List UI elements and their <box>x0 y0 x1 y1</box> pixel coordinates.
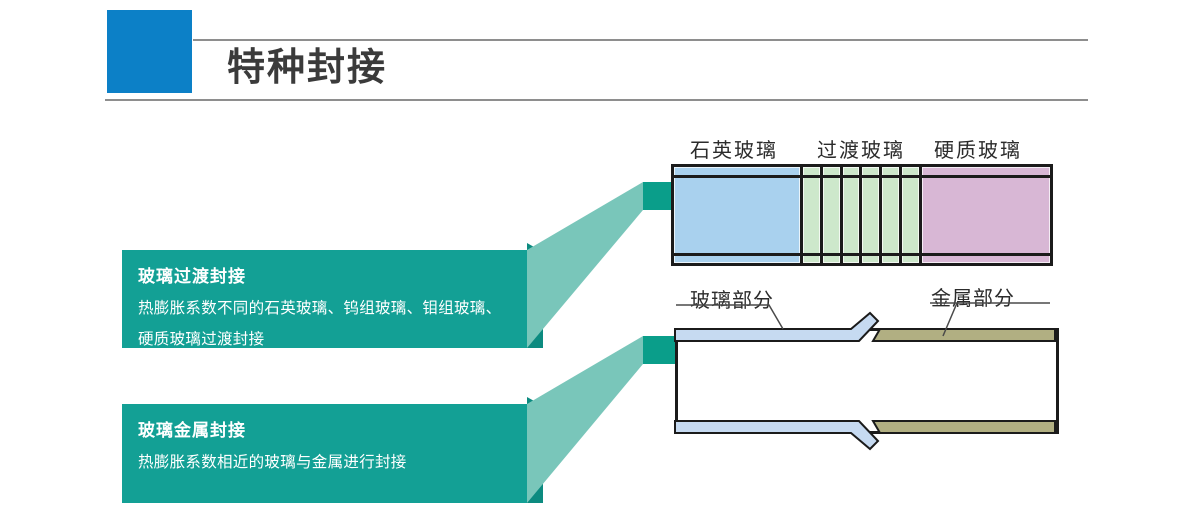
glass-band-bottom <box>674 420 880 451</box>
callout-1-connector-tab <box>643 182 671 210</box>
tube-body <box>675 328 1059 434</box>
metal-band-bottom <box>871 420 1056 434</box>
callout-title: 玻璃金属封接 <box>138 421 246 441</box>
hard-glass-section <box>918 167 1050 263</box>
bar-top-wall-line <box>674 175 1050 178</box>
glass-metal-tube-diagram <box>674 302 1059 451</box>
header-rule-top <box>193 39 1088 41</box>
transition-glass-label: 过渡玻璃 <box>817 138 905 162</box>
callout-line: 硬质玻璃过渡封接 <box>138 330 265 348</box>
callout-glass-metal-seal: 玻璃金属封接 热膨胀系数相近的玻璃与金属进行封接 <box>122 404 527 503</box>
page-title: 特种封接 <box>227 45 388 89</box>
accent-square <box>107 10 192 93</box>
tube-metal-part-label: 金属部分 <box>931 286 1015 310</box>
callout-title: 玻璃过渡封接 <box>138 267 246 287</box>
callout-line: 热膨胀系数相近的玻璃与金属进行封接 <box>138 453 407 471</box>
callout-1-funnel <box>527 182 643 348</box>
transition-glass-segment <box>859 167 880 263</box>
glass-transition-bar-diagram <box>671 164 1053 266</box>
transition-glass-segment <box>839 167 860 263</box>
tube-glass-part-label: 玻璃部分 <box>690 288 774 312</box>
metal-part-leader-slant <box>942 302 958 337</box>
glass-part-leader-line <box>676 304 784 330</box>
callout-glass-transition-seal: 玻璃过渡封接 热膨胀系数不同的石英玻璃、钨组玻璃、钼组玻璃、 硬质玻璃过渡封接 <box>122 250 527 348</box>
callout-2-funnel <box>527 336 643 503</box>
callout-line: 热膨胀系数不同的石英玻璃、钨组玻璃、钼组玻璃、 <box>138 299 502 317</box>
transition-glass-segment <box>899 167 919 263</box>
glass-band-top <box>674 311 880 342</box>
hard-glass-label: 硬质玻璃 <box>934 138 1022 162</box>
metal-band-top <box>871 328 1056 342</box>
callout-2-connector-tab <box>643 336 675 364</box>
header-rule-bottom <box>105 99 1088 101</box>
transition-glass-segment <box>879 167 900 263</box>
quartz-glass-label: 石英玻璃 <box>690 138 778 162</box>
transition-glass-segment <box>800 167 820 263</box>
bar-bottom-wall-line <box>674 253 1050 256</box>
transition-glass-segment <box>819 167 840 263</box>
quartz-glass-section <box>674 167 800 263</box>
